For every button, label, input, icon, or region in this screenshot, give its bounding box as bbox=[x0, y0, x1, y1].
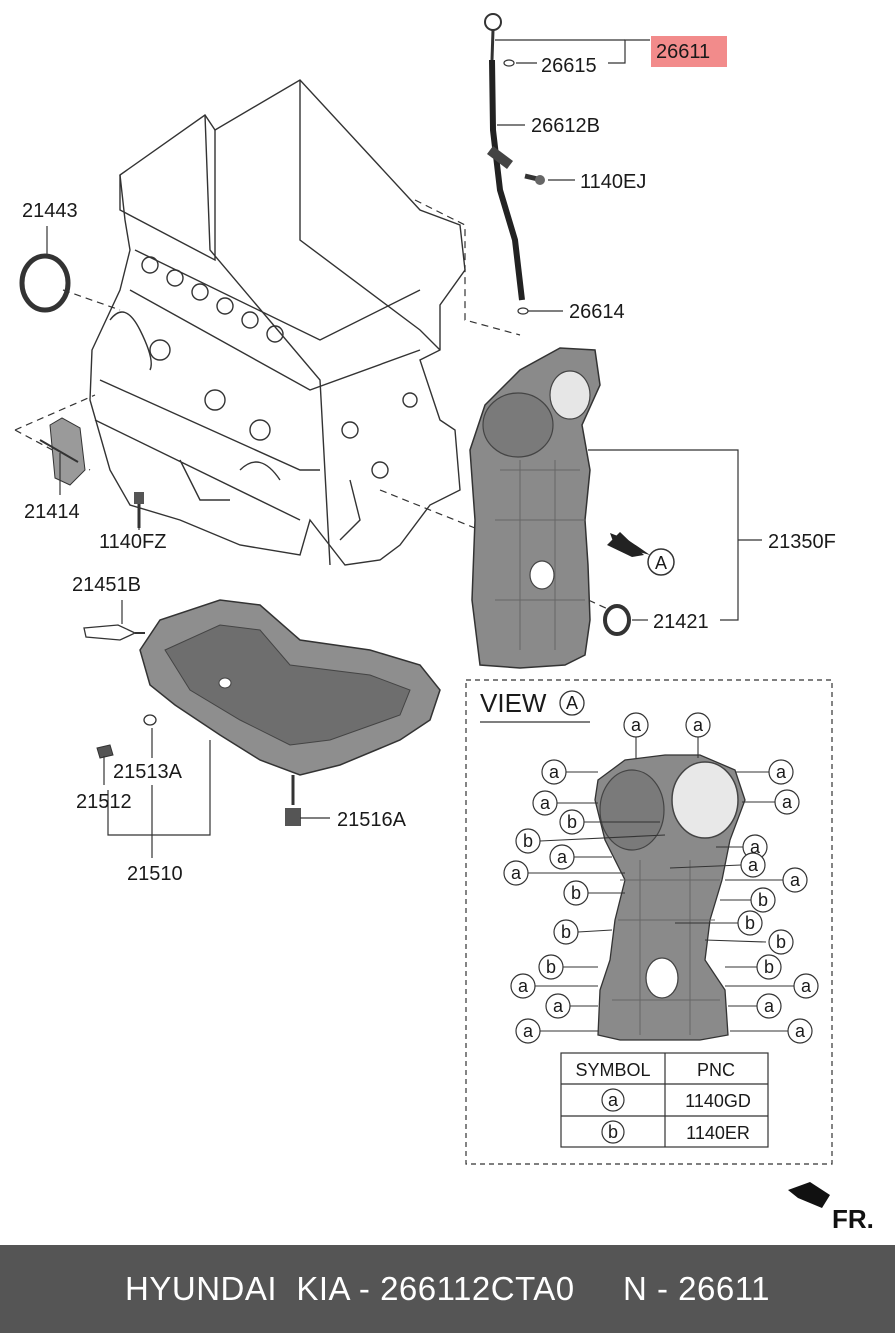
oil-pan bbox=[139, 599, 441, 776]
view-a-panel: VIEW A bbox=[465, 679, 833, 1165]
gasket-21513a bbox=[143, 714, 157, 726]
svg-text:a: a bbox=[776, 762, 787, 782]
svg-text:b: b bbox=[523, 831, 533, 851]
label-21510[interactable]: 21510 bbox=[127, 863, 183, 885]
timing-cover bbox=[469, 347, 601, 669]
svg-text:a: a bbox=[748, 855, 759, 875]
bolt-callouts bbox=[528, 737, 794, 1032]
label-26615[interactable]: 26615 bbox=[541, 55, 597, 77]
legend-header-symbol: SYMBOL bbox=[575, 1060, 650, 1080]
svg-text:a: a bbox=[549, 762, 560, 782]
symbol-legend-table: SYMBOL PNC a 1140GD b 1140ER bbox=[560, 1052, 769, 1148]
svg-text:a: a bbox=[801, 976, 812, 996]
svg-text:b: b bbox=[567, 812, 577, 832]
footer-brand-part: HYUNDAI KIA - 266112CTA0 bbox=[125, 1270, 575, 1307]
leader-lines bbox=[46, 39, 762, 858]
svg-text:a: a bbox=[523, 1021, 534, 1041]
svg-text:a: a bbox=[795, 1021, 806, 1041]
label-21350f[interactable]: 21350F bbox=[768, 531, 836, 553]
parts-diagram: A bbox=[14, 13, 874, 1234]
legend-row-2-symbol: b bbox=[608, 1122, 618, 1142]
svg-text:a: a bbox=[750, 837, 761, 857]
label-21516a[interactable]: 21516A bbox=[337, 809, 407, 831]
svg-text:a: a bbox=[693, 715, 704, 735]
footer-spacer bbox=[575, 1270, 623, 1308]
part-number-footer: HYUNDAI KIA - 266112CTA0 N - 26611 bbox=[0, 1245, 895, 1333]
label-21421[interactable]: 21421 bbox=[653, 611, 709, 633]
baffle-21414 bbox=[39, 417, 86, 486]
view-title: VIEW bbox=[480, 688, 547, 718]
label-21451b[interactable]: 21451B bbox=[72, 574, 141, 596]
front-label: FR. bbox=[832, 1204, 874, 1234]
svg-text:a: a bbox=[764, 996, 775, 1016]
svg-text:b: b bbox=[571, 883, 581, 903]
callout-circles bbox=[503, 712, 819, 1044]
svg-text:a: a bbox=[631, 715, 642, 735]
label-26612b[interactable]: 26612B bbox=[531, 115, 600, 137]
label-26614[interactable]: 26614 bbox=[569, 301, 625, 323]
svg-text:b: b bbox=[758, 890, 768, 910]
legend-row-1-symbol: a bbox=[608, 1090, 619, 1110]
sealant-tube-21451b bbox=[83, 624, 145, 641]
label-1140fz[interactable]: 1140FZ bbox=[99, 531, 166, 553]
label-21513a[interactable]: 21513A bbox=[113, 761, 183, 783]
legend-row-1-pnc: 1140GD bbox=[685, 1091, 751, 1111]
engine-block bbox=[89, 79, 466, 566]
highlight-26611 bbox=[651, 36, 727, 67]
svg-text:a: a bbox=[540, 793, 551, 813]
svg-text:a: a bbox=[790, 870, 801, 890]
bolt-1140fz bbox=[134, 492, 144, 528]
label-21414[interactable]: 21414 bbox=[24, 501, 80, 523]
svg-text:a: a bbox=[782, 792, 793, 812]
svg-text:b: b bbox=[776, 932, 786, 952]
oil-level-gauge bbox=[484, 13, 545, 315]
svg-text:b: b bbox=[764, 957, 774, 977]
footer-part-number: N - 26611 bbox=[622, 1270, 770, 1307]
view-a-arrow: A bbox=[607, 532, 675, 576]
label-1140ej[interactable]: 1140EJ bbox=[580, 171, 646, 193]
label-21443[interactable]: 21443 bbox=[22, 200, 78, 222]
label-26611[interactable]: 26611 bbox=[656, 41, 710, 63]
bolt-21516a bbox=[285, 775, 301, 826]
svg-text:b: b bbox=[561, 922, 571, 942]
drain-plug-21512 bbox=[96, 744, 114, 785]
svg-text:a: a bbox=[557, 847, 568, 867]
svg-text:b: b bbox=[745, 913, 755, 933]
oil-seal-21421 bbox=[603, 604, 631, 636]
svg-text:b: b bbox=[546, 957, 556, 977]
view-title-letter: A bbox=[566, 693, 578, 713]
svg-text:a: a bbox=[553, 996, 564, 1016]
legend-row-2-pnc: 1140ER bbox=[686, 1123, 750, 1143]
o-ring-21443 bbox=[19, 253, 71, 313]
svg-text:a: a bbox=[518, 976, 529, 996]
label-21512[interactable]: 21512 bbox=[76, 791, 132, 813]
callout-letters: a a a a a a b b a a a a a b b b b b b b … bbox=[511, 715, 812, 1041]
view-marker-letter: A bbox=[655, 553, 667, 573]
svg-text:a: a bbox=[511, 863, 522, 883]
legend-header-pnc: PNC bbox=[697, 1060, 735, 1080]
front-direction-indicator: FR. bbox=[788, 1182, 874, 1234]
